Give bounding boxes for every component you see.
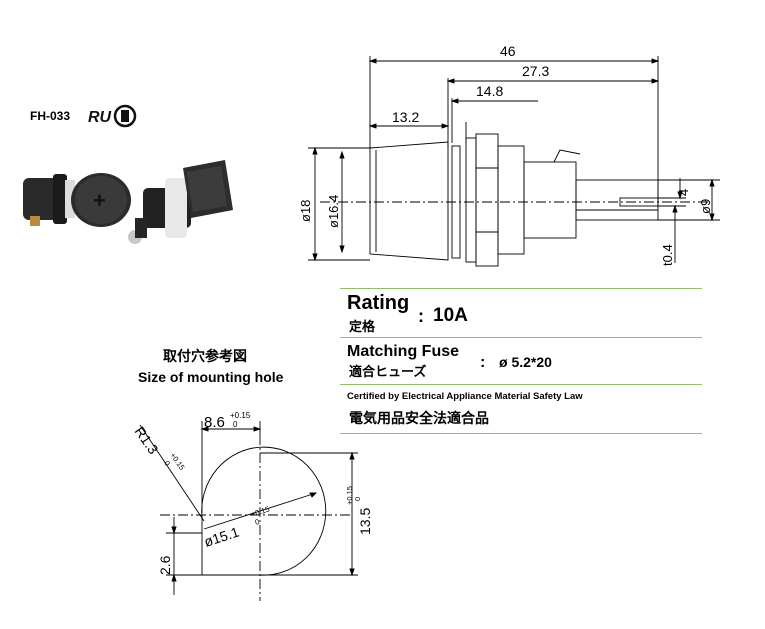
matching-fuse-label: Matching Fuse (347, 343, 460, 360)
rating-label-jp: 定格 (349, 319, 376, 334)
dim-terminal-dia-label: ø9 (698, 199, 713, 214)
fuse-holder-front-icon: + (23, 173, 131, 227)
dim-flange-label: 14.8 (476, 83, 503, 99)
dim-body-label: 27.3 (522, 63, 549, 79)
spec-rule-top (340, 288, 702, 289)
certification-logos: RU (88, 104, 137, 128)
rating-separator: : (418, 306, 424, 326)
product-photo: + (23, 160, 233, 244)
certification-text: Certified by Electrical Appliance Materi… (347, 391, 583, 402)
mounting-hole-title-jp: 取付穴参考図 (163, 348, 247, 364)
ul-logo-icon: RU (88, 109, 112, 126)
hole-diameter-tol-lower: 0 (254, 517, 261, 527)
hole-width-tol-upper: +0.15 (230, 411, 251, 420)
spec-rule-mid (340, 337, 702, 338)
fuse-separator: : (480, 354, 486, 371)
dim-thickness-label: t0.4 (660, 244, 675, 266)
mounting-hole-title: Size of mounting hole (138, 369, 284, 385)
spec-rule-lower (340, 384, 702, 385)
rating-value: 10A (433, 305, 468, 326)
dim-cap-label: 13.2 (392, 109, 419, 125)
model-number: FH-033 (30, 109, 71, 123)
svg-text:RU: RU (88, 109, 112, 126)
dim-terminal-label: 4 (676, 189, 691, 196)
mounting-hole-drawing: 8.6 +0.15 0 R1.3 +0.15 0 ø15.1 +0.15 0 1… (132, 411, 373, 601)
hole-width-label: 8.6 (204, 414, 225, 431)
certification-text-jp: 電気用品安全法適合品 (349, 410, 489, 426)
hole-radius-label: R1.3 (132, 424, 162, 458)
fuse-holder-side-icon (128, 160, 233, 244)
rating-label: Rating (347, 292, 410, 314)
svg-text:+: + (93, 188, 106, 213)
hole-height-tol-lower: 0 (353, 497, 362, 501)
hole-height-tol-upper: +0.15 (345, 486, 354, 505)
dim-cap-inner-label: ø16.4 (326, 195, 341, 228)
dim-total-label: 46 (500, 43, 516, 59)
hole-key-label: 2.6 (157, 555, 173, 575)
csa-logo-icon (113, 104, 137, 128)
dim-cap-dia-label: ø18 (298, 200, 313, 222)
hole-width-tol-lower: 0 (233, 420, 238, 429)
hole-radius-tol-lower: 0 (162, 459, 172, 468)
spec-rule-bottom (340, 433, 702, 434)
hole-height-label: 13.5 (357, 508, 373, 535)
side-view-drawing: 46 27.3 14.8 13.2 ø18 ø16.4 4 ø9 t0.4 (298, 43, 720, 267)
matching-fuse-value: ø 5.2*20 (499, 354, 552, 370)
matching-fuse-label-jp: 適合ヒューズ (349, 364, 427, 379)
